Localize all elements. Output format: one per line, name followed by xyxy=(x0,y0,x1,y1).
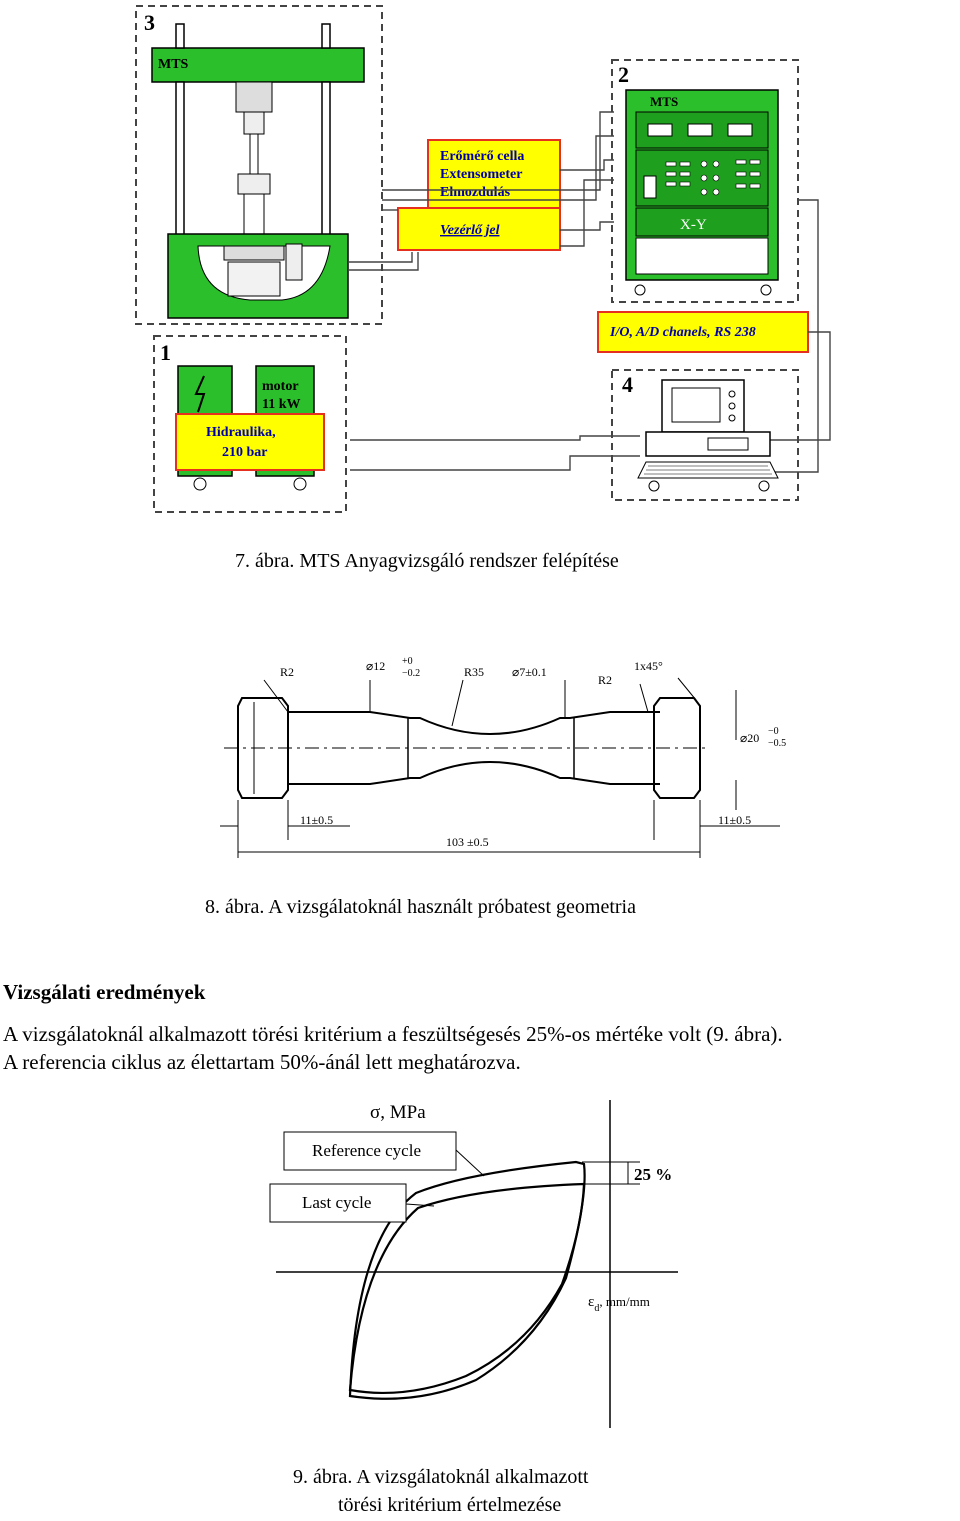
dim-dia-20: ⌀20 xyxy=(740,731,759,745)
hydraulics-line2: 210 bar xyxy=(222,445,268,460)
dim-r-left: R2 xyxy=(280,665,294,679)
controller-label: MTS xyxy=(650,94,678,109)
reference-cycle-box xyxy=(283,1131,457,1171)
paragraph-line-1: A vizsgálatoknál alkalmazott törési krit… xyxy=(3,1022,783,1046)
unit-3-number: 3 xyxy=(144,10,155,35)
unit-1-number: 1 xyxy=(160,340,171,365)
signal-force: Erőmérő cella xyxy=(440,149,524,164)
specimen-outline xyxy=(237,697,701,799)
figure-7-caption: 7. ábra. MTS Anyagvizsgáló rendszer felé… xyxy=(235,550,619,572)
io-label: I/O, A/D chanels, RS 238 xyxy=(609,325,756,340)
frame-label: MTS xyxy=(158,57,189,72)
unit-4-box xyxy=(611,369,799,501)
signal-displacement: Elmozdulás xyxy=(440,185,511,200)
section-title: Vizsgálati eredmények xyxy=(3,980,206,1004)
unit-2-number: 2 xyxy=(618,62,629,87)
unit-1-box xyxy=(153,335,347,513)
reference-cycle-loop xyxy=(348,1160,586,1400)
unit-4-number: 4 xyxy=(622,372,633,397)
hydraulics-line1: Hidraulika, xyxy=(206,425,276,440)
motor-line2: 11 kW xyxy=(262,397,301,412)
unit-3-box xyxy=(135,5,383,325)
figure-8-caption: 8. ábra. A vizsgálatoknál használt próba… xyxy=(205,896,636,918)
io-box xyxy=(597,311,809,353)
figure-9-caption-line-1: 9. ábra. A vizsgálatoknál alkalmazott xyxy=(293,1466,589,1488)
figure-9-hysteresis: σ, MPa εd, mm/mm 25 % Reference cycle La… xyxy=(269,1100,678,1428)
drop-label: 25 % xyxy=(634,1165,672,1184)
control-signal-label: Vezérlő jel xyxy=(440,223,500,238)
motor-line1: motor xyxy=(262,379,299,394)
x-axis-label: εd, mm/mm xyxy=(588,1294,650,1314)
frame-top-beam xyxy=(151,47,365,83)
last-cycle-label: Last cycle xyxy=(302,1193,371,1212)
figure-8-specimen-drawing: R2 ⌀12 +0 −0.2 R35 ⌀7±0.1 R2 1x45° ⌀20 −… xyxy=(220,656,786,858)
dim-dia-12: ⌀12 xyxy=(366,659,385,673)
reference-cycle-label: Reference cycle xyxy=(312,1141,421,1160)
dim-r-right: R2 xyxy=(598,673,612,687)
xy-label: X-Y xyxy=(680,217,707,233)
dim-len-left: 11±0.5 xyxy=(300,813,333,827)
dim-dia-7: ⌀7±0.1 xyxy=(512,665,547,679)
dim-len-total: 103 ±0.5 xyxy=(446,835,489,849)
dim-r35: R35 xyxy=(464,665,484,679)
control-signal-box xyxy=(397,207,561,251)
lightning-icon xyxy=(194,375,206,413)
unit-2-box xyxy=(611,59,799,303)
y-axis-label: σ, MPa xyxy=(370,1102,426,1123)
last-cycle-box xyxy=(269,1183,407,1223)
figure-7-system-diagram: 3 MTS Erőmérő cella Extensometer Elmozdu… xyxy=(125,0,835,515)
dim-len-right: 11±0.5 xyxy=(718,813,751,827)
dim-tol-20-lower: −0.5 xyxy=(768,738,786,749)
signals-box xyxy=(427,139,561,209)
dim-tol-12-upper: +0 xyxy=(402,656,413,667)
dim-chamfer: 1x45° xyxy=(634,659,663,673)
dim-tol-20-upper: −0 xyxy=(768,726,779,737)
figure-9-caption-line-2: törési kritérium értelmezése xyxy=(338,1494,562,1516)
signal-extensometer: Extensometer xyxy=(440,167,522,182)
last-cycle-loop xyxy=(348,1182,586,1395)
paragraph-line-2: A referencia ciklus az élettartam 50%-án… xyxy=(3,1050,521,1074)
hydraulics-box xyxy=(175,413,325,471)
dim-tol-12-lower: −0.2 xyxy=(402,668,420,679)
